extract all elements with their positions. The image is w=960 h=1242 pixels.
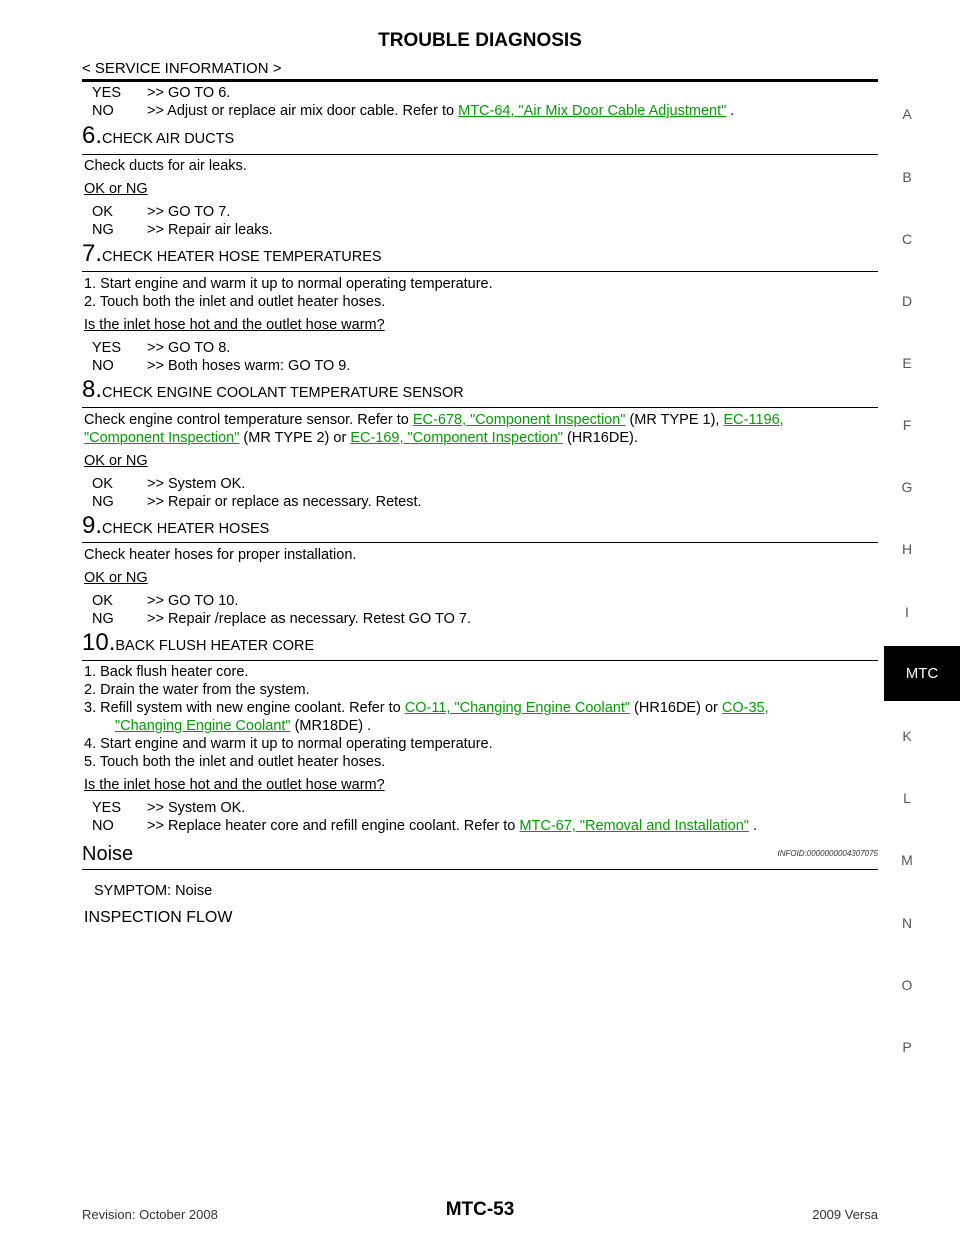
link-ec-1196[interactable]: EC-1196,	[723, 412, 784, 428]
page-number: MTC-53	[445, 1199, 515, 1220]
side-index-h[interactable]: H	[901, 541, 913, 557]
step8-heading: 8.CHECK ENGINE COOLANT TEMPERATURE SENSO…	[82, 376, 464, 403]
side-index-d[interactable]: D	[901, 293, 913, 309]
step10-item2: 2. Drain the water from the system.	[84, 682, 310, 698]
side-index-m[interactable]: M	[901, 852, 913, 868]
side-index-g[interactable]: G	[901, 479, 913, 495]
step9-ng-answer: NG>> Repair /replace as necessary. Retes…	[92, 611, 471, 627]
step8-ok-answer: OK>> System OK.	[92, 476, 246, 492]
link-co-35[interactable]: CO-35,	[721, 700, 769, 716]
step10-item5: 5. Touch both the inlet and outlet heate…	[84, 754, 386, 770]
step7-no-answer: NO>> Both hoses warm: GO TO 9.	[92, 358, 351, 374]
info-id: INFOID:0000000004307075	[777, 849, 878, 858]
link-co-11[interactable]: CO-11, "Changing Engine Coolant"	[404, 700, 631, 716]
step9-body: Check heater hoses for proper installati…	[84, 547, 357, 563]
step7-item2: 2. Touch both the inlet and outlet heate…	[84, 294, 386, 310]
step10-no-answer: NO>> Replace heater core and refill engi…	[92, 818, 757, 834]
step7-rule	[82, 271, 878, 272]
side-index-f[interactable]: F	[902, 417, 912, 433]
side-index-i[interactable]: I	[905, 604, 909, 620]
link-ec-1196-cont[interactable]: "Component Inspection"	[84, 430, 240, 446]
step10-heading: 10.BACK FLUSH HEATER CORE	[82, 629, 315, 656]
step6-question: OK or NG	[84, 181, 148, 197]
link-mtc-67[interactable]: MTC-67, "Removal and Installation"	[519, 818, 749, 834]
step8-body-line1: Check engine control temperature sensor.…	[84, 412, 784, 428]
step5-yes-answer: YES>> GO TO 6.	[92, 85, 231, 101]
step10-item3-line2: "Changing Engine Coolant" (MR18DE) .	[115, 718, 372, 734]
step8-question: OK or NG	[84, 453, 148, 469]
step7-question: Is the inlet hose hot and the outlet hos…	[84, 317, 385, 333]
link-mtc-64[interactable]: MTC-64, "Air Mix Door Cable Adjustment"	[458, 103, 727, 119]
step7-item1: 1. Start engine and warm it up to normal…	[84, 276, 493, 292]
step9-rule	[82, 542, 878, 543]
step10-item3-line1: 3. Refill system with new engine coolant…	[84, 700, 769, 716]
step10-item1: 1. Back flush heater core.	[84, 664, 249, 680]
revision-date: Revision: October 2008	[82, 1207, 218, 1222]
side-index-o[interactable]: O	[901, 977, 913, 993]
step9-heading: 9.CHECK HEATER HOSES	[82, 512, 270, 539]
link-ec-169[interactable]: EC-169, "Component Inspection"	[350, 430, 563, 446]
step8-body-line2: "Component Inspection" (MR TYPE 2) or EC…	[84, 430, 638, 446]
step6-body: Check ducts for air leaks.	[84, 158, 247, 174]
step10-rule	[82, 660, 878, 661]
page-title: TROUBLE DIAGNOSIS	[378, 30, 582, 51]
link-co-35-cont[interactable]: "Changing Engine Coolant"	[115, 718, 291, 734]
link-ec-678[interactable]: EC-678, "Component Inspection"	[412, 412, 626, 428]
step7-yes-answer: YES>> GO TO 8.	[92, 340, 231, 356]
side-index-n[interactable]: N	[901, 915, 913, 931]
noise-rule	[82, 869, 878, 870]
noise-section-title: Noise	[82, 843, 134, 865]
step7-heading: 7.CHECK HEATER HOSE TEMPERATURES	[82, 240, 382, 267]
step10-item4: 4. Start engine and warm it up to normal…	[84, 736, 493, 752]
step9-question: OK or NG	[84, 570, 148, 586]
side-index-b[interactable]: B	[902, 169, 912, 185]
step8-ng-answer: NG>> Repair or replace as necessary. Ret…	[92, 494, 422, 510]
side-index-k[interactable]: K	[902, 728, 912, 744]
step10-question: Is the inlet hose hot and the outlet hos…	[84, 777, 385, 793]
step6-ng-answer: NG>> Repair air leaks.	[92, 222, 273, 238]
side-index-e[interactable]: E	[902, 355, 912, 371]
step6-ok-answer: OK>> GO TO 7.	[92, 204, 231, 220]
noise-symptom: SYMPTOM: Noise	[94, 883, 213, 899]
side-index-p[interactable]: P	[902, 1039, 912, 1055]
step6-heading: 6.CHECK AIR DUCTS	[82, 122, 235, 149]
side-index-mtc-active[interactable]: MTC	[884, 646, 960, 701]
step6-rule	[82, 154, 878, 155]
step8-rule	[82, 407, 878, 408]
side-index-c[interactable]: C	[901, 231, 913, 247]
step10-yes-answer: YES>> System OK.	[92, 800, 246, 816]
step9-ok-answer: OK>> GO TO 10.	[92, 593, 239, 609]
inspection-flow-heading: INSPECTION FLOW	[84, 909, 233, 926]
header-rule	[82, 79, 878, 82]
side-index-a[interactable]: A	[902, 106, 912, 122]
model-year: 2009 Versa	[812, 1207, 878, 1222]
section-subtitle: < SERVICE INFORMATION >	[82, 60, 282, 77]
step5-no-answer: NO>> Adjust or replace air mix door cabl…	[92, 103, 735, 119]
side-index-l[interactable]: L	[903, 790, 911, 806]
